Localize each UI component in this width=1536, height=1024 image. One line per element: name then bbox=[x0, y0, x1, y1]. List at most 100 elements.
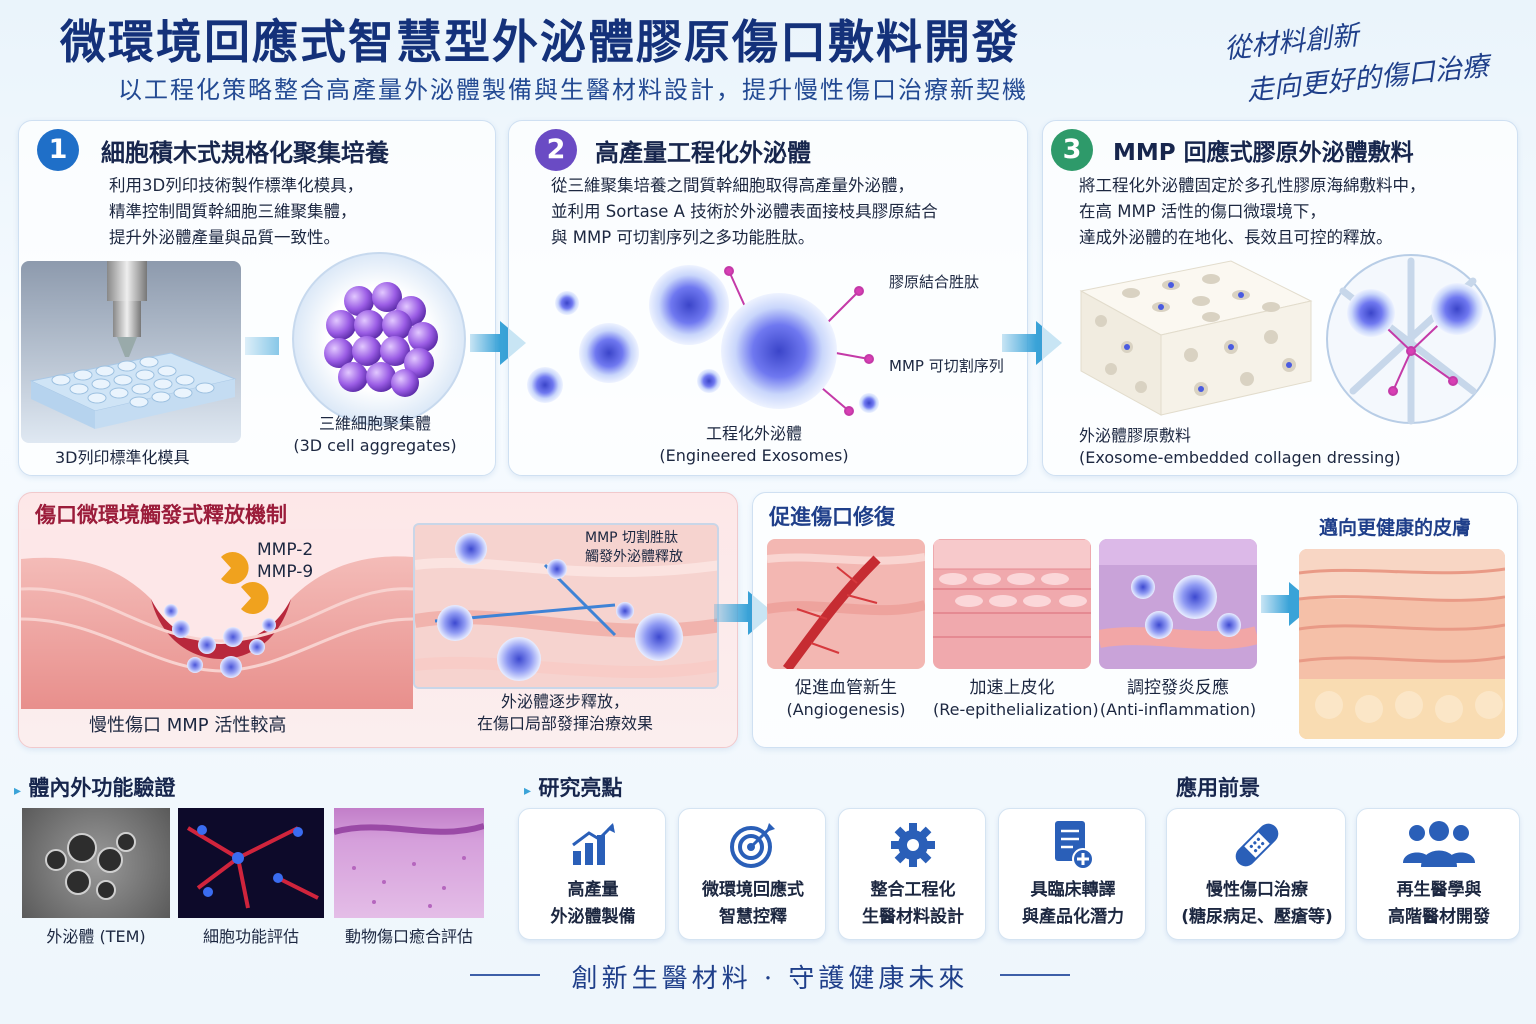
dressing-zoom-illustration bbox=[1326, 254, 1496, 425]
target-icon bbox=[730, 823, 775, 868]
chronic-wound-illustration bbox=[21, 529, 413, 709]
application-1-label: 慢性傷口治療 (糖尿病足、壓瘡等) bbox=[1167, 877, 1347, 931]
highlight-1-label: 高產量 外泌體製備 bbox=[519, 877, 667, 931]
repair-item-2-zh: 加速上皮化 bbox=[969, 678, 1055, 698]
flow-arrow-1-2-bar bbox=[470, 334, 500, 352]
step-3-title: MMP 回應式膠原外泌體敷料 bbox=[1113, 140, 1414, 166]
application-2-line-2: 高階醫材開發 bbox=[1388, 907, 1490, 927]
3d-cell-aggregate-illustration bbox=[292, 252, 466, 426]
highlight-3-line-2: 生醫材料設計 bbox=[862, 907, 964, 927]
repair-to-healthy-arrow-bar bbox=[1261, 595, 1289, 613]
fluorescent-cells bbox=[186, 825, 319, 909]
gear-icon bbox=[891, 823, 935, 867]
release-caption: 外泌體逐步釋放， 在傷口局部發揮治療效果 bbox=[449, 691, 681, 735]
application-1-line-1: 慢性傷口治療 bbox=[1206, 880, 1308, 900]
highlight-1-line-2: 外泌體製備 bbox=[550, 907, 636, 927]
mechanism-panel: 傷口微環境觸發式釋放機制 MMP-2 MMP-9 慢性傷口 MMP 活性較高 bbox=[18, 492, 738, 748]
bandage-icon bbox=[1235, 823, 1279, 867]
highlight-1-line-1: 高產量 bbox=[567, 880, 619, 900]
step-1-number: 1 bbox=[37, 129, 79, 171]
tem-image bbox=[22, 808, 170, 918]
highlight-tile-1: 高產量 外泌體製備 bbox=[518, 808, 666, 940]
re-epithelialization-illustration bbox=[933, 539, 1091, 669]
mold-caption: 3D列印標準化模具 bbox=[55, 448, 190, 467]
repair-panel: 促進傷口修復 邁向更健康的皮膚 促進血管新生 (Angiogenesis) bbox=[752, 492, 1518, 748]
step-3-desc-line: 在高 MMP 活性的傷口微環境下， bbox=[1079, 202, 1326, 221]
highlights-title: ▸ 研究亮點 bbox=[524, 772, 622, 802]
step-2-desc-line: 與 MMP 可切割序列之多功能胜肽。 bbox=[551, 228, 815, 247]
application-tile-2: 再生醫學與 高階醫材開發 bbox=[1356, 808, 1520, 940]
highlight-tile-4: 具臨床轉譯 與產品化潛力 bbox=[998, 808, 1146, 940]
highlight-3-line-1: 整合工程化 bbox=[870, 880, 956, 900]
application-2-line-1: 再生醫學與 bbox=[1396, 880, 1482, 900]
step-1-desc-line: 利用3D列印技術製作標準化模具， bbox=[109, 176, 364, 195]
document-plus-icon bbox=[1055, 821, 1094, 870]
healthy-skin-label: 邁向更健康的皮膚 bbox=[1319, 517, 1472, 539]
animal-wound-image bbox=[334, 808, 484, 918]
highlights-title-text: 研究亮點 bbox=[538, 776, 623, 800]
application-tile-1: 慢性傷口治療 (糖尿病足、壓瘡等) bbox=[1166, 808, 1346, 940]
repair-item-1-en: (Angiogenesis) bbox=[786, 700, 906, 719]
engineered-exosome-caption-zh: 工程化外泌體 bbox=[705, 424, 802, 443]
healthy-skin-illustration bbox=[1299, 549, 1505, 739]
3d-printed-mold-illustration bbox=[21, 261, 241, 443]
step-1-desc-line: 提升外泌體產量與品質一致性。 bbox=[109, 228, 340, 247]
mmp-9-label: MMP-9 bbox=[257, 562, 314, 582]
histology-section bbox=[334, 823, 484, 908]
highlight-4-line-2: 與產品化潛力 bbox=[1022, 907, 1124, 927]
step-2-number: 2 bbox=[535, 129, 577, 171]
highlight-3-label: 整合工程化 生醫材料設計 bbox=[839, 877, 987, 931]
repair-item-2-label: 加速上皮化 (Re-epithelialization) bbox=[933, 677, 1099, 721]
release-caption-line-2: 在傷口局部發揮治療效果 bbox=[476, 714, 653, 733]
dressing-caption: 外泌體膠原敷料 (Exosome-embedded collagen dress… bbox=[1079, 425, 1401, 469]
repair-item-3-zh: 調控發炎反應 bbox=[1127, 678, 1229, 698]
step-2-title: 高產量工程化外泌體 bbox=[595, 139, 811, 167]
step-1-card: 1 細胞積木式規格化聚集培養 利用3D列印技術製作標準化模具， 精準控制間質幹細… bbox=[18, 120, 496, 476]
repair-item-1-zh: 促進血管新生 bbox=[795, 678, 897, 698]
validation-label-2: 細胞功能評估 bbox=[202, 927, 299, 946]
mmp-labels: MMP-2 MMP-9 bbox=[257, 539, 313, 583]
highlight-2-line-2: 智慧控釋 bbox=[719, 907, 787, 927]
mechanism-zoom-box bbox=[413, 523, 719, 689]
highlight-4-line-1: 具臨床轉譯 bbox=[1030, 880, 1116, 900]
highlight-2-line-1: 微環境回應式 bbox=[702, 880, 804, 900]
zoom-annotation-line-2: 觸發外泌體釋放 bbox=[585, 549, 683, 565]
tem-exosomes bbox=[45, 832, 136, 900]
cell-function-image bbox=[178, 808, 324, 918]
page-title: 微環境回應式智慧型外泌體膠原傷口敷料開發 bbox=[60, 15, 1020, 69]
mechanism-title: 傷口微環境觸發式釋放機制 bbox=[35, 503, 287, 527]
validation-title: ▸ 體內外功能驗證 bbox=[14, 772, 175, 802]
engineered-exosome-caption: 工程化外泌體 (Engineered Exosomes) bbox=[659, 423, 849, 467]
flow-arrow-2-3-bar bbox=[1002, 334, 1036, 352]
collagen-dressing-illustration bbox=[1079, 260, 1313, 416]
repair-item-2-en: (Re-epithelialization) bbox=[933, 700, 1099, 719]
step-3-number: 3 bbox=[1051, 129, 1093, 171]
wound-caption: 慢性傷口 MMP 活性較高 bbox=[89, 715, 287, 736]
slogan: 從材料創新 走向更好的傷口治療 bbox=[1222, 0, 1500, 116]
validation-label-3: 動物傷口癒合評估 bbox=[344, 927, 473, 946]
dressing-caption-zh: 外泌體膠原敷料 bbox=[1079, 426, 1192, 445]
aggregate-caption-zh: 三維細胞聚集體 bbox=[318, 414, 431, 433]
footer-text: 創新生醫材料 · 守護健康未來 bbox=[571, 964, 969, 994]
highlight-2-label: 微環境回應式 智慧控釋 bbox=[679, 877, 827, 931]
footer-line-left bbox=[470, 974, 540, 976]
step-1-title: 細胞積木式規格化聚集培養 bbox=[101, 139, 389, 167]
step-2-description: 從三維聚集培養之間質幹細胞取得高產量外泌體， 並利用 Sortase A 技術於… bbox=[551, 173, 938, 251]
section-marker-icon: ▸ bbox=[524, 783, 532, 799]
step-1-desc-line: 精準控制間質幹細胞三維聚集體， bbox=[109, 202, 357, 221]
step-3-description: 將工程化外泌體固定於多孔性膠原海綿敷料中， 在高 MMP 活性的傷口微環境下， … bbox=[1079, 173, 1426, 251]
aggregate-caption-en: (3D cell aggregates) bbox=[293, 436, 457, 455]
step-1-inner-arrow bbox=[245, 337, 279, 355]
validation-label-1: 外泌體 (TEM) bbox=[46, 927, 146, 946]
application-2-label: 再生醫學與 高階醫材開發 bbox=[1357, 877, 1521, 931]
dressing-caption-en: (Exosome-embedded collagen dressing) bbox=[1079, 448, 1401, 467]
footer-line-right bbox=[1000, 974, 1070, 976]
step-3-desc-line: 將工程化外泌體固定於多孔性膠原海綿敷料中， bbox=[1079, 176, 1426, 195]
zoom-annotation: MMP 切割胜肽 觸發外泌體釋放 bbox=[585, 529, 683, 567]
repair-item-3-en: (Anti-inflammation) bbox=[1099, 700, 1257, 719]
applications-title: 應用前景 bbox=[1176, 776, 1260, 800]
highlight-tile-2: 微環境回應式 智慧控釋 bbox=[678, 808, 826, 940]
step-3-card: 3 MMP 回應式膠原外泌體敷料 將工程化外泌體固定於多孔性膠原海綿敷料中， 在… bbox=[1042, 120, 1518, 476]
highlight-4-label: 具臨床轉譯 與產品化潛力 bbox=[999, 877, 1147, 931]
release-caption-line-1: 外泌體逐步釋放， bbox=[500, 692, 629, 711]
